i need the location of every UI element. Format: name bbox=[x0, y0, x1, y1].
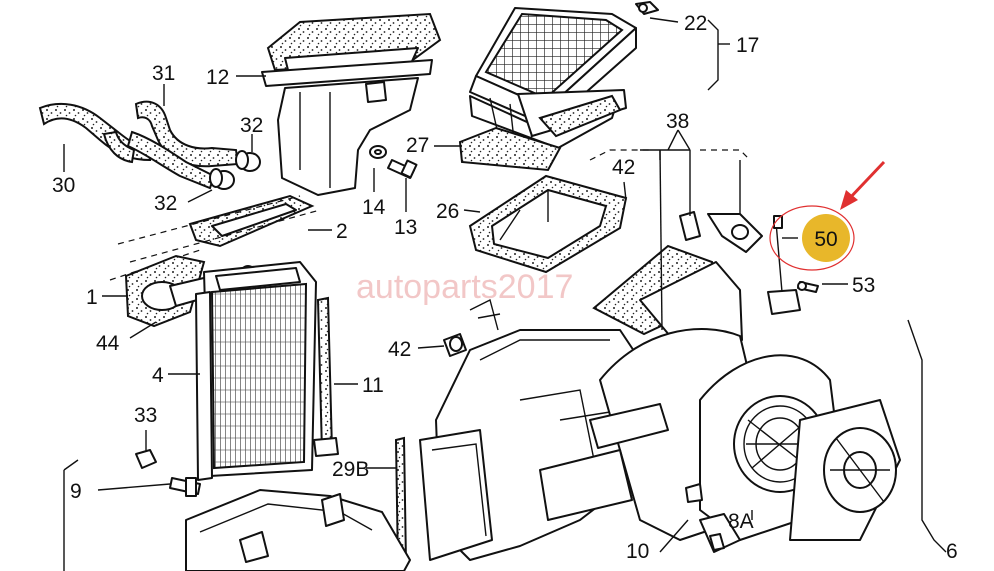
callout-17: 17 bbox=[736, 34, 759, 57]
frame-seal-26 bbox=[468, 174, 628, 274]
blower-motor-6 bbox=[699, 354, 901, 541]
brackets bbox=[63, 19, 947, 571]
callout-26: 26 bbox=[436, 200, 459, 223]
clips-8A-10 bbox=[685, 483, 741, 553]
gasket-2 bbox=[188, 194, 315, 248]
leader-lines bbox=[63, 17, 848, 553]
seal-strip-11 bbox=[313, 296, 339, 457]
callout-42-upper: 42 bbox=[612, 156, 635, 179]
red-arrow-head bbox=[840, 190, 858, 210]
highlight-label: 50 bbox=[814, 228, 837, 251]
highlight-ring bbox=[769, 205, 855, 271]
callout-22: 22 bbox=[684, 12, 707, 35]
callout-1: 1 bbox=[86, 286, 98, 309]
callout-14: 14 bbox=[362, 196, 386, 219]
heater-core-4 bbox=[195, 261, 317, 481]
highlight-marker: 50 bbox=[769, 160, 886, 271]
callout-labels: 22 17 12 31 30 32 32 27 38 42 14 13 2 26… bbox=[52, 12, 958, 563]
callout-10: 10 bbox=[626, 540, 649, 563]
callout-42-lower: 42 bbox=[388, 338, 411, 361]
actuator-assembly-38 bbox=[679, 211, 801, 315]
screw-53 bbox=[797, 281, 819, 293]
fittings-33-9 bbox=[135, 449, 201, 497]
callout-27: 27 bbox=[406, 134, 429, 157]
watermark-text: autoparts2017 bbox=[356, 268, 573, 306]
air-duct-12 bbox=[261, 12, 442, 196]
grommets-42 bbox=[443, 333, 467, 357]
fasteners-13-14 bbox=[369, 145, 418, 179]
lower-housing bbox=[185, 489, 411, 571]
callout-30: 30 bbox=[52, 174, 75, 197]
filter-pad-27 bbox=[458, 89, 627, 172]
hoses-30-31 bbox=[38, 100, 240, 190]
red-arrow-line bbox=[846, 160, 886, 202]
clamps-32 bbox=[209, 150, 261, 190]
callout-29B: 29B bbox=[332, 458, 369, 481]
callout-13: 13 bbox=[394, 216, 417, 239]
callout-38: 38 bbox=[666, 110, 689, 133]
callout-33: 33 bbox=[134, 404, 157, 427]
callout-31: 31 bbox=[152, 62, 175, 85]
highlight-circle bbox=[802, 214, 850, 262]
callout-32-lower: 32 bbox=[154, 192, 177, 215]
callout-53: 53 bbox=[852, 274, 875, 297]
callout-6: 6 bbox=[946, 540, 958, 563]
callout-12: 12 bbox=[206, 66, 229, 89]
callout-9: 9 bbox=[70, 480, 82, 503]
callout-2: 2 bbox=[336, 220, 348, 243]
callout-11: 11 bbox=[362, 374, 384, 397]
callout-32-upper: 32 bbox=[240, 114, 263, 137]
callout-8A: 8A bbox=[728, 510, 754, 533]
callout-44: 44 bbox=[96, 332, 120, 355]
callout-4: 4 bbox=[152, 364, 164, 387]
